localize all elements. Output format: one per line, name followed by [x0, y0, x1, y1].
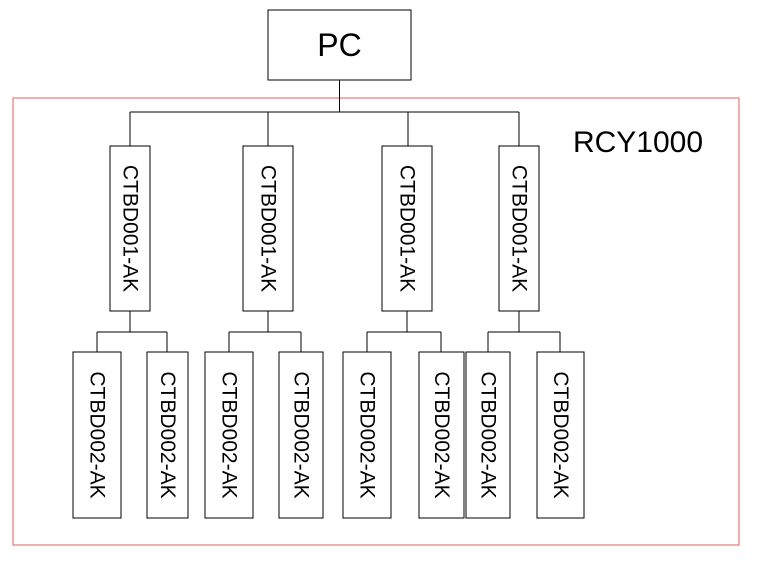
level2-node-4-1: CTBD002-AK	[465, 351, 511, 519]
rcy1000-group-label: RCY1000	[573, 126, 703, 159]
level2-node-label: CTBD002-AK	[549, 371, 572, 498]
level2-node-1-1: CTBD002-AK	[72, 351, 122, 519]
level2-node-label: CTBD002-AK	[356, 371, 379, 498]
level1-node-1: CTBD001-AK	[109, 145, 151, 312]
level2-node-label: CTBD002-AK	[290, 371, 313, 498]
level1-node-label: CTBD001-AK	[508, 165, 531, 292]
level2-node-label: CTBD002-AK	[477, 371, 500, 498]
root-connectors	[129, 80, 520, 146]
level1-node-2: CTBD001-AK	[242, 145, 294, 312]
level2-node-2-2: CTBD002-AK	[278, 351, 324, 519]
level1-node-label: CTBD001-AK	[119, 165, 142, 292]
pc-node	[267, 9, 412, 81]
pc-node-label: PC	[317, 27, 361, 63]
level2-node-4-2: CTBD002-AK	[536, 351, 585, 519]
rcy1000-group-frame	[12, 97, 740, 546]
level1-node-label: CTBD001-AK	[396, 165, 419, 292]
level2-node-label: CTBD002-AK	[430, 371, 453, 498]
level2-node-label: CTBD002-AK	[86, 371, 109, 498]
level2-node-label: CTBD002-AK	[156, 371, 179, 498]
level2-node-3-1: CTBD002-AK	[342, 351, 392, 519]
level2-node-3-2: CTBD002-AK	[418, 351, 465, 519]
level1-node-3: CTBD001-AK	[381, 145, 433, 312]
level2-connectors	[96, 311, 561, 352]
level2-node-1-2: CTBD002-AK	[146, 351, 189, 519]
level2-node-2-1: CTBD002-AK	[204, 351, 254, 519]
level2-node-label: CTBD002-AK	[218, 371, 241, 498]
level1-node-label: CTBD001-AK	[257, 165, 280, 292]
level1-node-4: CTBD001-AK	[498, 145, 540, 312]
